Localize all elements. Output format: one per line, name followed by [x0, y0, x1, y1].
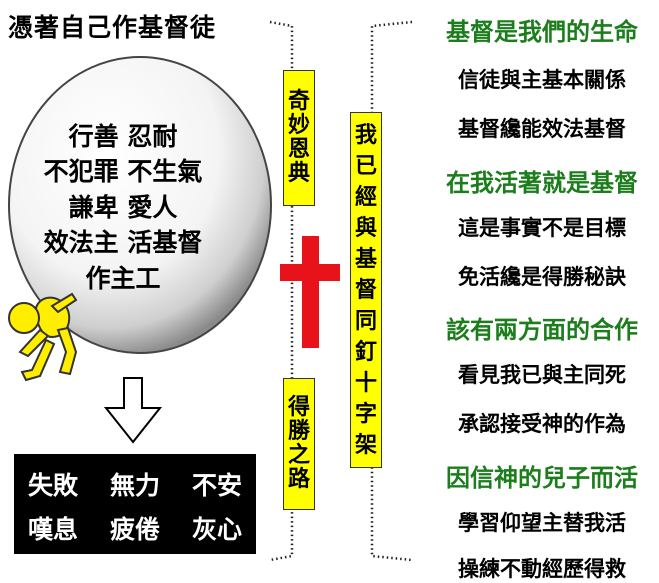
- vertical-char: 架: [354, 432, 377, 458]
- vertical-char: 與: [354, 215, 377, 241]
- section-heading: 該有兩方面的合作: [446, 316, 638, 344]
- vertical-char: 典: [287, 161, 310, 186]
- result-word: 嘆息: [28, 515, 79, 544]
- section-line: 基督纔能效法基督: [458, 117, 626, 141]
- section-heading: 在我活著就是基督: [446, 169, 638, 197]
- right-bracket: [370, 20, 413, 562]
- ball-line: 效法主 活基督: [43, 228, 203, 257]
- vertical-char: 經: [354, 184, 377, 210]
- vertical-char: 已: [354, 153, 377, 179]
- vertical-char: 督: [354, 277, 377, 303]
- section-heading: 基督是我們的生命: [446, 18, 638, 46]
- vertical-char: 我: [354, 122, 377, 148]
- vertical-char: 同: [354, 308, 377, 334]
- label-wonderful-grace: 奇 妙 恩 典: [283, 70, 315, 206]
- section-line: 信徒與主基本關係: [458, 68, 626, 92]
- vertical-char: 妙: [287, 113, 310, 138]
- section-line: 看見我已與主同死: [458, 363, 626, 387]
- vertical-char: 勝: [287, 419, 310, 444]
- vertical-char: 路: [287, 467, 310, 492]
- ball-line: 不犯罪 不生氣: [43, 157, 203, 186]
- label-crucified-with-christ: 我 已 經 與 基 督 同 釘 十 字 架: [350, 112, 382, 468]
- vertical-char: 字: [354, 401, 377, 427]
- section-line: 操練不動經歷得救: [458, 557, 626, 581]
- ball-line: 作主工: [85, 264, 161, 293]
- vertical-char: 之: [287, 443, 310, 468]
- section-line: 承認接受神的作為: [458, 412, 626, 436]
- result-word: 灰心: [191, 515, 242, 544]
- result-box: 失敗 無力 不安 嘆息 疲倦 灰心: [14, 454, 256, 554]
- down-arrow-icon: [103, 377, 163, 444]
- title: 憑著自己作基督徒: [8, 13, 217, 42]
- cross-icon: [280, 236, 340, 348]
- result-word: 無力: [109, 471, 160, 500]
- vertical-char: 釘: [354, 339, 377, 365]
- burden-ball: [8, 56, 272, 354]
- label-victory-path: 得 勝 之 路: [283, 378, 315, 510]
- vertical-char: 基: [354, 246, 377, 272]
- vertical-char: 十: [354, 370, 377, 396]
- result-word: 不安: [191, 471, 242, 500]
- pushing-figure-icon: [8, 292, 78, 382]
- section-line: 免活纔是得勝秘訣: [458, 265, 626, 289]
- vertical-char: 得: [287, 395, 310, 420]
- left-bracket: [269, 20, 294, 562]
- section-heading: 因信神的兒子而活: [446, 464, 638, 492]
- result-word: 失敗: [28, 471, 79, 500]
- result-word: 疲倦: [109, 515, 160, 544]
- vertical-char: 奇: [287, 89, 310, 114]
- ball-line: 謙卑 愛人: [68, 193, 178, 222]
- ball-line: 行善 忍耐: [68, 122, 178, 151]
- section-line: 這是事實不是目標: [458, 216, 626, 240]
- section-line: 學習仰望主替我活: [458, 511, 626, 535]
- vertical-char: 恩: [287, 137, 310, 162]
